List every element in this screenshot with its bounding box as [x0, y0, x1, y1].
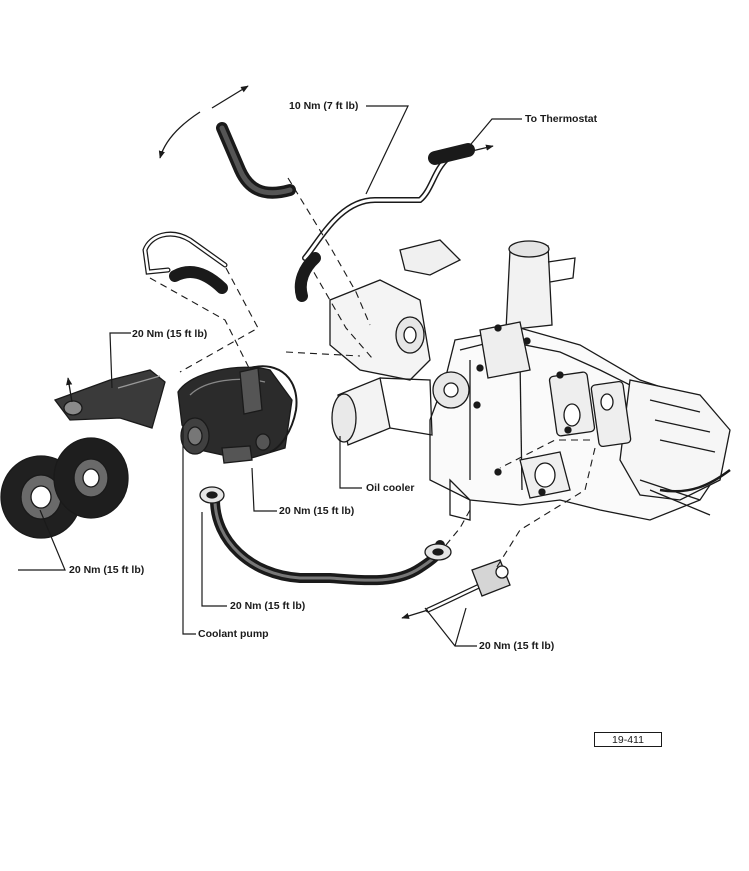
oil-cooler-part [331, 377, 433, 446]
torque-label-housing: 20 Nm (15 ft lb) [132, 328, 208, 340]
dashed-lines [149, 177, 596, 571]
leader-lines [18, 105, 522, 647]
torque-label-pump: 20 Nm (15 ft lb) [279, 505, 355, 517]
oil-cooler-label: Oil cooler [366, 482, 415, 494]
engine-block [329, 239, 731, 521]
torque-label-pulley: 20 Nm (15 ft lb) [69, 564, 145, 576]
to-thermostat-label: To Thermostat [525, 113, 598, 125]
coolant-pump-label: Coolant pump [198, 628, 269, 640]
torque-label-flange: 20 Nm (15 ft lb) [479, 640, 555, 652]
flow-arrows [158, 85, 494, 619]
torque-label-top: 10 Nm (7 ft lb) [289, 100, 359, 112]
pulley-pair [0, 437, 129, 539]
torque-label-pipe: 20 Nm (15 ft lb) [230, 600, 306, 612]
pipe-flanges [199, 486, 511, 597]
hoses [142, 122, 491, 613]
thermostat-housing [53, 369, 166, 429]
coolant-pump-part [177, 365, 298, 464]
figure-number: 19-411 [594, 732, 662, 747]
